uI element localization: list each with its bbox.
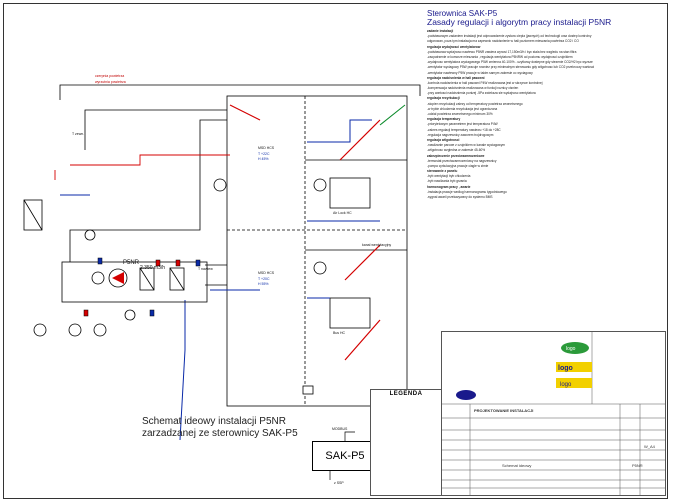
spec-line: -zaopatrzenie w komorze mieszania , regu…: [427, 54, 573, 59]
spec-line: -wentylator wyciagowy P5W pracuje rownie…: [427, 65, 595, 70]
spec-line: -przy wartosci nadcisnienia ponizej -5Pa…: [427, 91, 536, 96]
spec-line: -podstawowym zadaniem instalacji jest od…: [427, 34, 592, 39]
controller-label: SAK-P5: [325, 450, 365, 462]
svg-text:logo: logo: [566, 346, 576, 352]
exhaust-label: wyrzutnia powietrza: [95, 80, 126, 84]
spec-heading: zabezpieczenie przeciwzamrozeniowe: [427, 153, 485, 158]
company-name: PROJEKTOWANIE INSTALACJI: [474, 408, 534, 413]
controller-title: Sterownica SAK-P5: [427, 9, 498, 18]
title-block: PROJEKTOWANIE INSTALACJI Schemat ideowy …: [441, 331, 666, 496]
ahu-unit: [23, 178, 327, 395]
schematic-title-line2: zarzadzanej ze sterownicy SAK-P5: [142, 428, 298, 439]
legend-title: LEGENDA: [389, 391, 423, 397]
spec-line: -tryb nawilzania tryb grzania: [427, 179, 467, 184]
building-outline: [226, 95, 408, 407]
spec-line: -wilgotnosc wzgledna w zakresie 45-60%: [427, 148, 486, 153]
spec-line: odgorowan, poza tym instalacja ma zapewn…: [427, 39, 579, 44]
room1-name: MSD HCS: [258, 146, 275, 150]
spec-heading: regulacja wilgotnosci: [427, 137, 460, 142]
intake-label: czerpnia powietrza: [95, 74, 125, 78]
flow-lines: [54, 104, 406, 441]
sensor1-label: T zewn.: [72, 132, 85, 136]
spec-line: -instalacja pracuje wedlug harmonogramu …: [427, 189, 507, 194]
svg-text:logo: logo: [558, 365, 573, 372]
spec-heading: harmonogram pracy , awarie: [427, 184, 471, 189]
control-description: zadanie instalacji-podstawowym zadaniem …: [427, 29, 659, 200]
spec-line: -kontrola nadcisnienia w hali pasowni P4…: [427, 80, 543, 85]
spec-heading: regulacja nadcisnienia w hali pasowni: [427, 75, 485, 80]
supply-ducts: [59, 84, 421, 286]
spec-line: -podstawowa wydajnosc nawiewu P5NR zawie…: [427, 49, 577, 54]
spec-heading: regulacja recyrkulacji: [427, 96, 460, 101]
spec-heading: zadanie instalacji: [427, 29, 454, 33]
spec-line: -regulacja nagrzewnicy zaworem trojdrogo…: [427, 132, 494, 137]
spec-line: -kompensacja nadcisnienia realizowana w …: [427, 86, 519, 91]
schematic-title-line1: Schemat ideowy instalacji P5NR: [142, 416, 286, 427]
spec-line: -tryb wentylacji tryb chlodzenia: [427, 174, 471, 179]
sheet-format: W_A4: [644, 444, 655, 449]
spec-heading: regulacja temperatury: [427, 117, 461, 122]
spec-line: -termostat przeciwzamrozeniowy na nagrze…: [427, 158, 497, 163]
title-block-grid: [441, 331, 666, 496]
spec-heading: sterowanie z panelu: [427, 169, 458, 174]
modbus-label: MODBUS: [332, 427, 348, 431]
controller-links: [329, 431, 355, 480]
sheet-border: [3, 3, 668, 499]
drawing-name: Schemat ideowy: [502, 463, 532, 468]
spec-line: -nawilzanie parowe z czujnikiem w kanale…: [427, 143, 505, 148]
company-logos: logo logo logo: [456, 342, 592, 400]
duct-label: kanal wentylacyjny: [362, 243, 392, 247]
building-frame: [226, 95, 408, 407]
spec-line: -wydajnosc wentylatora wyciagowego P5W z…: [427, 60, 593, 65]
project-code: P5NR: [632, 463, 643, 468]
valves: [83, 257, 201, 317]
spec-line: -pompa cyrkulacyjna pracuje ciagle w zim…: [427, 163, 489, 168]
spec-line: -priorytetowym parametrem jest temperatu…: [427, 122, 498, 127]
spec-line: -w trybie chlodzenia recyrkulacja jest o…: [427, 106, 498, 111]
ctrl1-label: Air Lock HC: [333, 211, 352, 215]
spec-heading: regulacja wydajnosci wentylatorow: [427, 44, 481, 49]
ssp-label: z SSP: [334, 481, 344, 485]
airflow-label: 2.350 m3/h: [140, 265, 166, 271]
spec-line: -udzial powietrza zewnetrznego minimum 3…: [427, 112, 493, 116]
legend: LEGENDA: [370, 389, 442, 496]
room1-temp: T +22C: [258, 152, 270, 156]
spec-line: -wentylator nawiewny P5W pracuje w takim…: [427, 70, 533, 75]
control-rules-title: Zasady regulacji i algorytm pracy instal…: [427, 17, 612, 27]
room1-humidity: H 45%: [258, 157, 269, 161]
controller-box: SAK-P5: [312, 441, 378, 471]
room2-temp: T +20C: [258, 277, 270, 281]
room2-humidity: H 55%: [258, 282, 269, 286]
room2-name: MSD HCS: [258, 271, 275, 275]
ctrl2-label: Bus HC: [333, 331, 346, 335]
svg-text:logo: logo: [560, 382, 572, 388]
spec-line: -zakres regulacji temperatury nawiewu +1…: [427, 127, 501, 132]
spec-line: -stopien recyrkulacji zalezy od temperat…: [427, 101, 523, 106]
spec-line: -sygnal awarii przekazywany do systemu B…: [427, 195, 493, 199]
sensor2-label: T nawiew: [198, 267, 213, 271]
unit-label: P5NR: [123, 260, 140, 266]
